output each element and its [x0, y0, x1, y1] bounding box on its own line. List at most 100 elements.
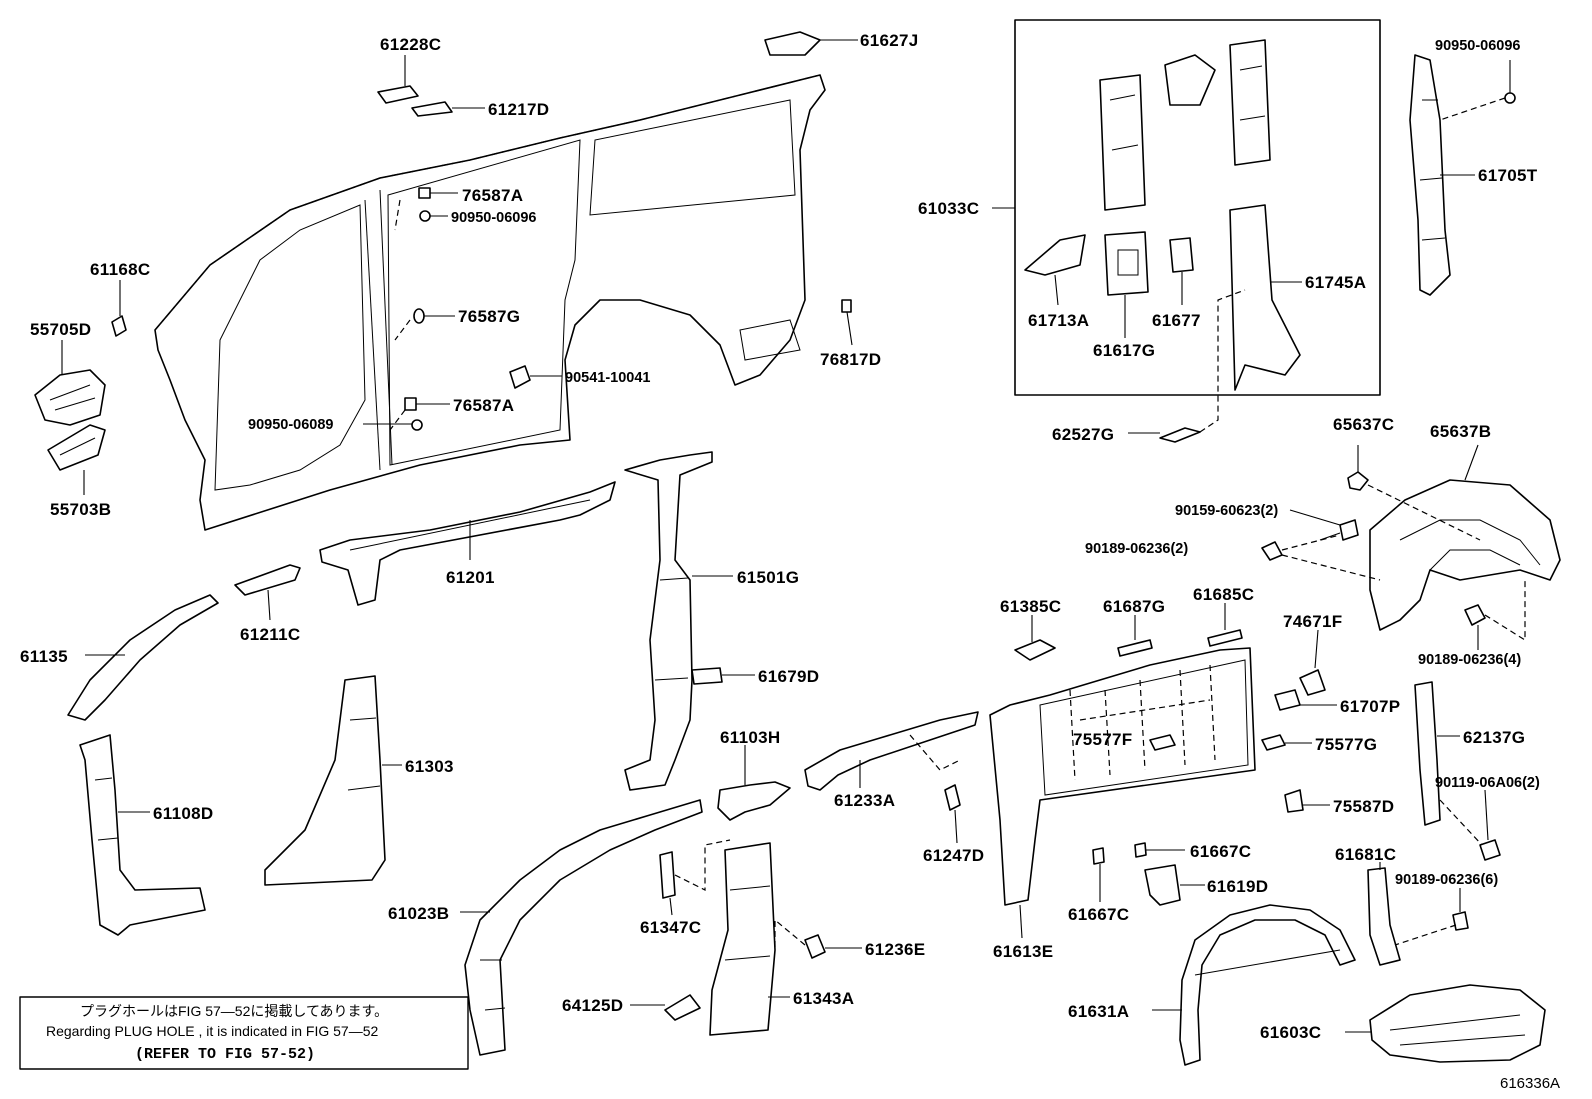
label-90189-06236-6: 90189-06236(6) — [1395, 872, 1498, 888]
part-61217D — [411, 101, 485, 117]
part-61201 — [319, 481, 616, 606]
label-61103H: 61103H — [720, 728, 780, 747]
label-62137G: 62137G — [1463, 728, 1525, 747]
label-61713A: 61713A — [1028, 311, 1089, 330]
label-55703B: 55703B — [50, 500, 111, 519]
label-65637B: 65637B — [1430, 422, 1491, 441]
part-61347C — [659, 839, 731, 916]
label-61236E: 61236E — [865, 940, 925, 959]
label-90159-60623: 90159-60623(2) — [1175, 503, 1278, 519]
label-55705D: 55705D — [30, 320, 91, 339]
label-64125D: 64125D — [562, 996, 623, 1015]
label-61108D: 61108D — [153, 804, 213, 823]
part-62137G — [1414, 681, 1501, 861]
part-76817D — [841, 299, 853, 346]
label-61023B: 61023B — [388, 904, 449, 923]
part-61023B — [460, 799, 703, 1056]
label-61135: 61135 — [20, 647, 68, 666]
part-61679D — [691, 667, 755, 685]
part-55705D — [34, 340, 106, 426]
label-62527G: 62527G — [1052, 425, 1114, 444]
part-61613E — [989, 647, 1256, 939]
label-61228C: 61228C — [380, 35, 441, 54]
label-61745A: 61745A — [1305, 273, 1366, 292]
label-90189-06236-4: 90189-06236(4) — [1418, 652, 1521, 668]
label-76817D: 76817D — [820, 350, 881, 369]
label-76587A-2: 76587A — [453, 396, 514, 415]
label-61619D: 61619D — [1207, 877, 1268, 896]
part-55703B — [47, 424, 106, 495]
part-61211C — [234, 564, 301, 621]
part-61233A — [804, 711, 979, 791]
label-61667C-2: 61667C — [1068, 905, 1129, 924]
label-61211C: 61211C — [240, 625, 300, 644]
label-61603C: 61603C — [1260, 1023, 1321, 1042]
label-61501G: 61501G — [737, 568, 799, 587]
part-61343A — [709, 842, 790, 1036]
label-61685C: 61685C — [1193, 585, 1254, 604]
label-61613E: 61613E — [993, 942, 1053, 961]
label-90541-10041: 90541-10041 — [565, 370, 650, 386]
label-75577F: 75577F — [1073, 730, 1132, 749]
label-61217D: 61217D — [488, 100, 549, 119]
label-90119-06A06: 90119-06A06(2) — [1435, 775, 1540, 791]
label-61168C: 61168C — [90, 260, 150, 279]
part-61236E — [774, 918, 862, 959]
part-61103H — [717, 745, 791, 821]
note-line-english: Regarding PLUG HOLE , it is indicated in… — [46, 1023, 378, 1039]
label-90950-06096-b: 90950-06096 — [1435, 38, 1520, 54]
part-61108D — [79, 734, 206, 936]
part-61303 — [264, 675, 402, 886]
label-65637C: 65637C — [1333, 415, 1394, 434]
label-61343A: 61343A — [793, 989, 854, 1008]
figure-id: 616336A — [1500, 1075, 1560, 1092]
label-61347C: 61347C — [640, 918, 701, 937]
part-61631A — [1152, 904, 1356, 1066]
label-75587D: 75587D — [1333, 797, 1394, 816]
label-75577G: 75577G — [1315, 735, 1377, 754]
label-61303: 61303 — [405, 757, 454, 776]
label-61687G: 61687G — [1103, 597, 1165, 616]
label-61707P: 61707P — [1340, 697, 1400, 716]
part-61168C — [111, 280, 127, 337]
label-61617G: 61617G — [1093, 341, 1155, 360]
label-61233A: 61233A — [834, 791, 895, 810]
label-90950-06089: 90950-06089 — [248, 417, 333, 433]
label-61033C: 61033C — [918, 199, 979, 218]
plug-hole-note: プラグホールはFIG 57―52に掲載してあります。 Regarding PLU… — [19, 996, 469, 1070]
part-61247D — [944, 784, 961, 844]
part-61627J — [764, 31, 858, 56]
label-90189-06236-2: 90189-06236(2) — [1085, 541, 1188, 557]
label-90950-06096-a: 90950-06096 — [451, 210, 536, 226]
inset-box-61033C — [992, 19, 1381, 396]
part-labels: 61228C 61627J 61217D 76587A 90950-06096 … — [20, 31, 1540, 1042]
label-61705T: 61705T — [1478, 166, 1538, 185]
label-61201: 61201 — [446, 568, 495, 587]
part-61705T — [1409, 54, 1516, 296]
label-61631A: 61631A — [1068, 1002, 1129, 1021]
small-brackets-right — [1014, 603, 1337, 906]
label-61247D: 61247D — [923, 846, 984, 865]
side-outer-panel — [154, 74, 826, 531]
label-61385C: 61385C — [1000, 597, 1061, 616]
part-62527G — [1128, 289, 1246, 443]
label-61679D: 61679D — [758, 667, 819, 686]
label-61681C: 61681C — [1335, 845, 1396, 864]
part-61603C — [1345, 984, 1546, 1063]
part-61228C — [377, 55, 419, 104]
fasteners-center-pillar — [363, 187, 562, 431]
part-64125D — [630, 994, 701, 1021]
part-65637B — [1261, 444, 1561, 650]
label-61627J: 61627J — [860, 31, 919, 50]
note-line-refer: (REFER TO FIG 57-52) — [135, 1046, 315, 1063]
label-76587A-1: 76587A — [462, 186, 523, 205]
label-74671F: 74671F — [1283, 612, 1342, 631]
label-61677: 61677 — [1152, 311, 1201, 330]
part-61681C — [1367, 862, 1469, 966]
label-61667C-1: 61667C — [1190, 842, 1251, 861]
part-61135 — [67, 594, 219, 721]
part-61501G — [624, 451, 733, 791]
note-line-japanese: プラグホールはFIG 57―52に掲載してあります。 — [80, 1003, 388, 1019]
label-76587G: 76587G — [458, 307, 520, 326]
